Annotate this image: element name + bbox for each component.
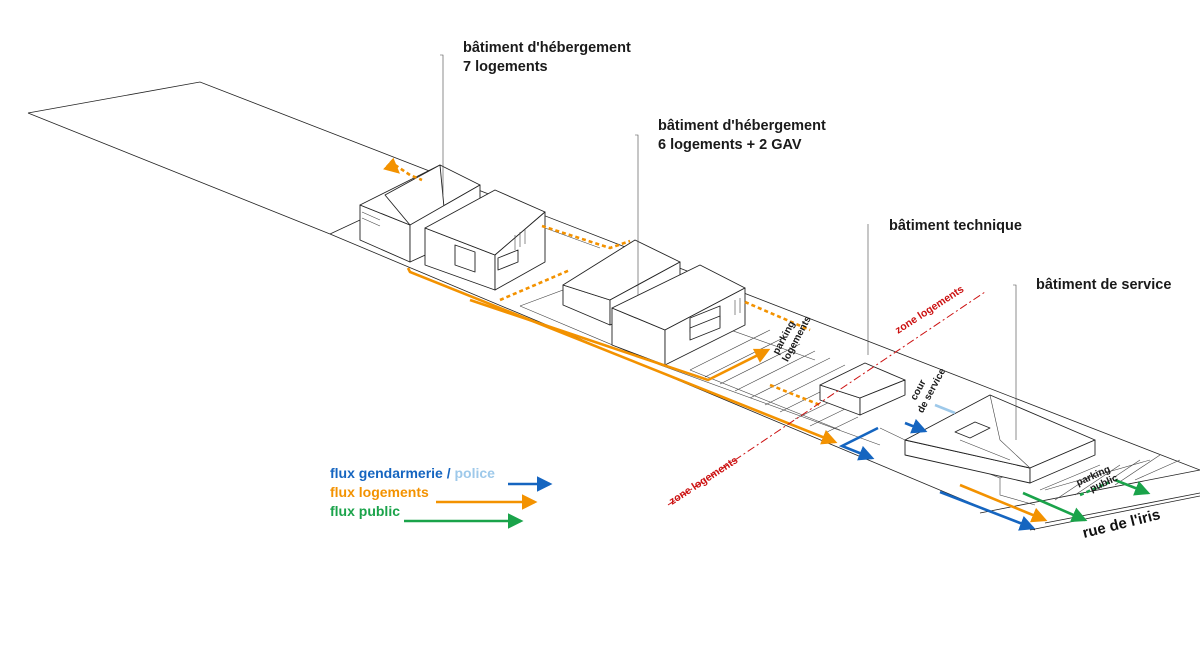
label-hebergement-7-line2: 7 logements — [463, 59, 548, 75]
legend: flux gendarmerie / police flux logements… — [330, 465, 553, 529]
label-batiment-service: bâtiment de service — [1036, 277, 1171, 293]
flux-gendarmerie-arrows — [838, 403, 1036, 531]
parking-public-stalls — [1039, 454, 1181, 501]
label-zone-logements-top: zone logements — [893, 283, 966, 336]
legend-logements: flux logements — [330, 484, 429, 500]
building-service — [904, 394, 1096, 484]
legend-police-label: police — [454, 465, 495, 481]
legend-public: flux public — [330, 503, 400, 519]
building-hebergement-6 — [562, 239, 746, 366]
label-hebergement-6-line2: 6 logements + 2 GAV — [658, 137, 802, 153]
flux-public-arrows — [1022, 478, 1151, 522]
leader-lines — [440, 54, 1017, 440]
label-hebergement-7-line1: bâtiment d'hébergement — [463, 40, 631, 56]
label-zone-logements-bottom: zone logements — [667, 454, 740, 507]
label-batiment-technique: bâtiment technique — [889, 218, 1022, 234]
flux-logements-arrows — [383, 157, 1048, 523]
building-hebergement-7 — [359, 164, 546, 291]
label-hebergement-6-line1: bâtiment d'hébergement — [658, 118, 826, 134]
legend-gendarmerie-label: flux gendarmerie / — [330, 465, 451, 481]
legend-gendarmerie: flux gendarmerie / police — [330, 465, 495, 481]
building-technique — [819, 362, 906, 416]
